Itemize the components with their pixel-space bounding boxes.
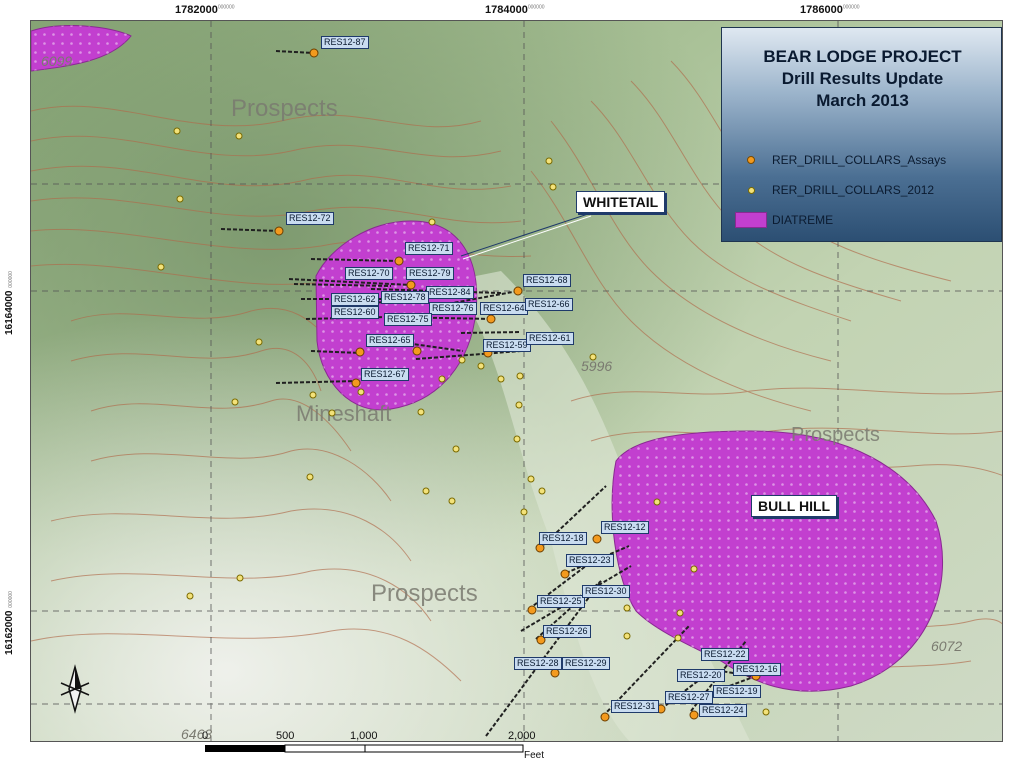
drill-label-res12-28[interactable]: RES12-28 xyxy=(514,657,562,670)
legend-item-diatreme: DIATREME xyxy=(734,210,833,230)
drill-label-res12-16[interactable]: RES12-16 xyxy=(733,663,781,676)
drill-label-res12-30[interactable]: RES12-30 xyxy=(582,585,630,598)
area-label-bull-hill: BULL HILL xyxy=(751,495,838,517)
legend-label-assays: RER_DRILL_COLLARS_Assays xyxy=(772,153,947,167)
legend-panel: BEAR LODGE PROJECT Drill Results Update … xyxy=(721,27,1002,242)
north-arrow-icon xyxy=(60,664,90,714)
scale-unit: Feet xyxy=(524,750,545,761)
topo-text-mineshaft: Mineshaft xyxy=(296,401,391,426)
elev-5996: 5996 xyxy=(581,358,612,374)
legend-item-2012: RER_DRILL_COLLARS_2012 xyxy=(734,180,934,200)
drill-label-res12-20[interactable]: RES12-20 xyxy=(677,669,725,682)
diatreme-swatch-icon xyxy=(735,212,767,228)
topographic-map[interactable]: Prospects Mineshaft Prospects Prospects … xyxy=(31,21,1003,742)
drill-label-res12-26[interactable]: RES12-26 xyxy=(543,625,591,638)
drill-label-res12-31[interactable]: RES12-31 xyxy=(611,700,659,713)
topo-text-prospects-1: Prospects xyxy=(231,95,338,122)
area-label-whitetail: WHITETAIL xyxy=(576,191,666,213)
drill-label-res12-62[interactable]: RES12-62 xyxy=(331,293,379,306)
drill-label-res12-78[interactable]: RES12-78 xyxy=(381,291,429,304)
scale-label-2000: 2,000 xyxy=(508,730,536,742)
left-tick-16164000: 16164000 000000 xyxy=(4,271,15,335)
drill-label-res12-23[interactable]: RES12-23 xyxy=(566,554,614,567)
legend-title-line-1: BEAR LODGE PROJECT xyxy=(763,47,962,66)
drill-label-res12-75[interactable]: RES12-75 xyxy=(384,313,432,326)
scale-label-0: 0 xyxy=(202,730,209,742)
drill-label-res12-65[interactable]: RES12-65 xyxy=(366,334,414,347)
topo-text-prospects-2: Prospects xyxy=(371,580,478,607)
collars-2012 xyxy=(157,127,770,716)
drill-label-res12-70[interactable]: RES12-70 xyxy=(345,267,393,280)
drill-label-res12-79[interactable]: RES12-79 xyxy=(406,267,454,280)
scale-bar xyxy=(205,744,524,753)
elev-6463: 6463 xyxy=(181,726,212,742)
drill-label-res12-61[interactable]: RES12-61 xyxy=(526,332,574,345)
drill-label-res12-84[interactable]: RES12-84 xyxy=(426,286,474,299)
top-tick-1782000: 1782000000000 xyxy=(175,4,235,16)
top-tick-1784000: 1784000000000 xyxy=(485,4,545,16)
yellow-dot-icon xyxy=(747,186,755,194)
drill-label-res12-72[interactable]: RES12-72 xyxy=(286,212,334,225)
drill-label-res12-25[interactable]: RES12-25 xyxy=(537,595,585,608)
drill-label-res12-29[interactable]: RES12-29 xyxy=(562,657,610,670)
drill-label-res12-19[interactable]: RES12-19 xyxy=(713,685,761,698)
left-tick-16162000: 16162000 000000 xyxy=(4,591,15,655)
contour-lines xyxy=(31,60,1002,682)
orange-dot-icon xyxy=(747,156,755,164)
topo-text-prospects-3: Prospects xyxy=(791,424,880,446)
top-tick-1786000: 1786000000000 xyxy=(800,4,860,16)
drill-label-res12-68[interactable]: RES12-68 xyxy=(523,274,571,287)
elev-6099: 6099 xyxy=(41,53,72,69)
legend-item-assays: RER_DRILL_COLLARS_Assays xyxy=(734,150,946,170)
drill-label-res12-64[interactable]: RES12-64 xyxy=(480,302,528,315)
legend-label-2012: RER_DRILL_COLLARS_2012 xyxy=(772,183,935,197)
drill-label-res12-66[interactable]: RES12-66 xyxy=(525,298,573,311)
drill-label-res12-71[interactable]: RES12-71 xyxy=(405,242,453,255)
legend-title-line-3: March 2013 xyxy=(816,91,909,110)
drill-label-res12-18[interactable]: RES12-18 xyxy=(539,532,587,545)
topo-labels: Prospects Mineshaft Prospects Prospects … xyxy=(41,53,962,742)
scale-label-1000: 1,000 xyxy=(350,730,378,742)
scale-label-500: 500 xyxy=(276,730,295,742)
drill-label-res12-12[interactable]: RES12-12 xyxy=(601,521,649,534)
legend-label-diatreme: DIATREME xyxy=(772,213,834,227)
legend-title-line-2: Drill Results Update xyxy=(781,69,944,88)
drill-label-res12-87[interactable]: RES12-87 xyxy=(321,36,369,49)
drill-label-res12-76[interactable]: RES12-76 xyxy=(429,302,477,315)
drill-label-res12-24[interactable]: RES12-24 xyxy=(699,704,747,717)
drill-label-res12-22[interactable]: RES12-22 xyxy=(701,648,749,661)
drill-label-res12-60[interactable]: RES12-60 xyxy=(331,306,379,319)
drill-label-res12-59[interactable]: RES12-59 xyxy=(483,339,531,352)
map-frame[interactable]: Prospects Mineshaft Prospects Prospects … xyxy=(30,20,1003,742)
elev-6072: 6072 xyxy=(931,638,962,654)
drill-label-res12-27[interactable]: RES12-27 xyxy=(665,691,713,704)
drill-label-res12-67[interactable]: RES12-67 xyxy=(361,368,409,381)
